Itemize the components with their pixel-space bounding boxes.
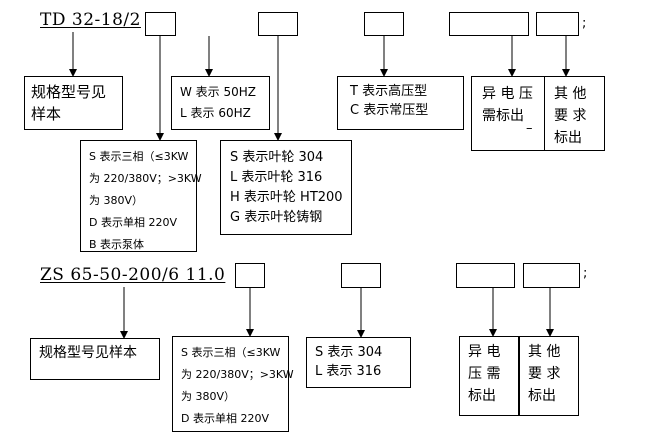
- motor-type-line: D 表示单相 220V: [181, 412, 269, 425]
- code-slot-pressure-1: [364, 12, 404, 36]
- code-slot-motor-1: [145, 12, 176, 36]
- motor-type-line: 为 220/380V；>3KW: [181, 368, 294, 381]
- frequency-box: W 表示 50HZ L 表示 60HZ: [171, 76, 270, 130]
- other-requirements-line: 标出: [554, 130, 582, 146]
- special-pressure-line: 标出: [468, 388, 496, 404]
- motor-type-line: 为 380V）: [181, 390, 236, 403]
- special-pressure-line: 压 需: [468, 366, 501, 382]
- model-ref-box-1: 规格型号见 样本: [24, 76, 123, 130]
- material-box: S 表示 304 L 表示 316: [306, 337, 411, 388]
- motor-type-line: S 表示三相（≤3KW: [89, 150, 189, 163]
- motor-type-line: S 表示三相（≤3KW: [181, 346, 281, 359]
- terminator-1: ;: [582, 16, 587, 31]
- other-requirements-line: 标出: [528, 388, 556, 404]
- terminator-2: ;: [583, 266, 588, 281]
- motor-type-box-2: S 表示三相（≤3KW 为 220/380V；>3KW 为 380V） D 表示…: [172, 336, 294, 432]
- impeller-line: S 表示叶轮 304: [230, 150, 324, 165]
- code-slot-motor-2: [235, 263, 265, 288]
- code-slot-special-pressure-2: [456, 263, 515, 288]
- box-divider: [544, 77, 545, 150]
- impeller-box: S 表示叶轮 304 L 表示叶轮 316 H 表示叶轮 HT200 G 表示叶…: [220, 140, 352, 235]
- code-slot-other-2: [523, 263, 580, 288]
- model-code-2: ZS 65-50-200/6 11.0: [40, 265, 226, 285]
- frequency-line: L 表示 60HZ: [180, 106, 251, 120]
- special-pressure-line: 异 电 压: [482, 86, 533, 102]
- special-pressure-line: 需标出: [482, 108, 524, 124]
- model-ref-line: 规格型号见: [31, 83, 107, 101]
- code-slot-impeller-1: [258, 12, 298, 36]
- pressure-type-line: T 表示高压型: [350, 84, 428, 99]
- impeller-line: G 表示叶轮铸钢: [230, 210, 323, 225]
- impeller-line: H 表示叶轮 HT200: [230, 190, 343, 205]
- other-requirements-box-2: 其 他 要 求 标出: [519, 336, 579, 416]
- model-ref-line: 规格型号见样本: [39, 345, 137, 361]
- material-line: L 表示 316: [315, 364, 382, 379]
- special-pressure-box-2: 异 电 压 需 标出: [459, 336, 519, 416]
- other-requirements-line: 其 他: [554, 86, 587, 102]
- special-pressure-line: 异 电: [468, 344, 501, 360]
- code-slot-other-1: [536, 12, 579, 36]
- special-requirements-box-1: 异 电 压 需标出 – 其 他 要 求 标出: [471, 76, 605, 151]
- special-pressure-mark: –: [526, 121, 533, 136]
- other-requirements-line: 要 求: [554, 108, 587, 124]
- motor-type-line: B 表示泵体: [89, 238, 145, 251]
- model-code-1: TD 32-18/2: [40, 10, 141, 30]
- motor-type-line: 为 220/380V；>3KW: [89, 172, 202, 185]
- motor-type-line: 为 380V）: [89, 194, 144, 207]
- code-slot-special-pressure-1: [449, 12, 529, 36]
- frequency-line: W 表示 50HZ: [180, 85, 257, 99]
- model-ref-box-2: 规格型号见样本: [30, 338, 160, 380]
- motor-type-line: D 表示单相 220V: [89, 216, 177, 229]
- material-line: S 表示 304: [315, 345, 383, 360]
- other-requirements-line: 要 求: [528, 366, 561, 382]
- motor-type-box-1: S 表示三相（≤3KW 为 220/380V；>3KW 为 380V） D 表示…: [80, 140, 202, 252]
- other-requirements-line: 其 他: [528, 344, 561, 360]
- code-slot-material-2: [341, 263, 381, 288]
- pressure-type-box: T 表示高压型 C 表示常压型: [337, 76, 464, 130]
- model-ref-line: 样本: [31, 105, 62, 123]
- impeller-line: L 表示叶轮 316: [230, 170, 323, 185]
- pressure-type-line: C 表示常压型: [350, 103, 429, 118]
